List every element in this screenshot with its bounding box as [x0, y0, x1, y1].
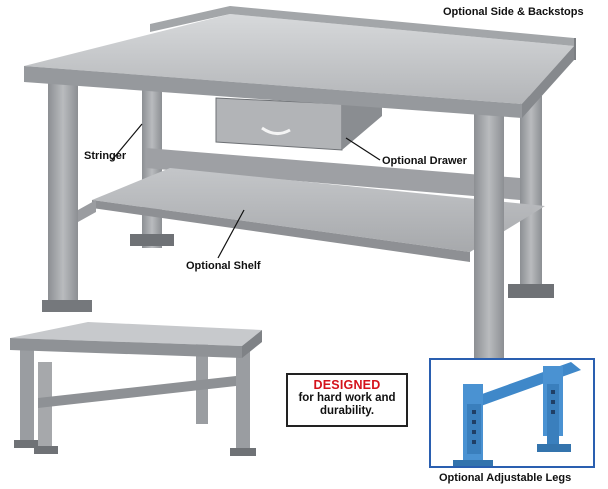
top-front-edge — [24, 66, 522, 118]
plain-workbench — [10, 322, 262, 456]
front-left-leg — [42, 78, 96, 312]
shelf-surface — [92, 168, 545, 252]
top-side-edge — [522, 46, 574, 118]
back-right-leg — [508, 96, 554, 298]
backstop — [150, 6, 574, 46]
label-drawer: Optional Drawer — [382, 155, 467, 167]
callout-line-2: durability. — [319, 405, 375, 417]
label-stringer: Stringer — [84, 150, 127, 162]
sidestop — [574, 38, 576, 60]
shelf-front-edge — [92, 200, 470, 262]
adjustable-legs-illustration — [453, 362, 581, 466]
callout-title: DESIGNED — [313, 378, 381, 392]
callout-line-1: for hard work and — [298, 392, 396, 404]
front-right-leg — [474, 112, 504, 360]
drawer-handle-icon — [261, 126, 291, 135]
label-adjustable-legs: Optional Adjustable Legs — [439, 472, 572, 484]
stringer-rail — [146, 148, 520, 200]
drawer — [215, 97, 382, 151]
designed-callout: DESIGNED for hard work and durability. — [286, 373, 408, 427]
adjustable-legs-inset — [429, 358, 595, 468]
label-shelf: Optional Shelf — [186, 260, 261, 272]
workbench-top — [24, 14, 574, 104]
label-side-backstops: Optional Side & Backstops — [443, 6, 584, 18]
